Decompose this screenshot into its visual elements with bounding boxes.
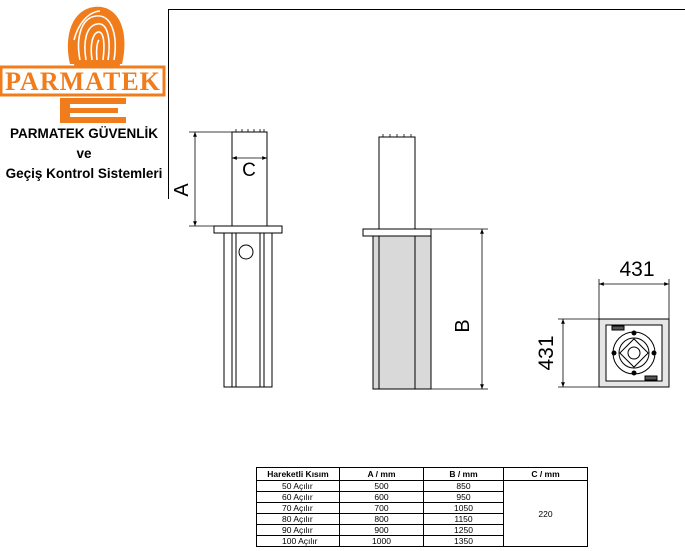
company-name-block: PARMATEK GÜVENLİK ve Geçiş Kontrol Siste… — [0, 124, 168, 184]
logo-base-shape — [60, 98, 126, 123]
table-cell-b: 950 — [423, 491, 504, 503]
table-cell-a: 700 — [339, 502, 424, 514]
table-cell-b: 1250 — [423, 524, 504, 536]
frame-left-line — [168, 9, 169, 199]
company-name-line-3: Geçiş Kontrol Sistemleri — [5, 166, 163, 181]
table-cell-a: 1000 — [339, 535, 424, 547]
bollard-top-view — [598, 318, 670, 388]
table-row: 50 Açılır 500 850 220 — [256, 480, 588, 547]
table-row: 90 Açılır 900 1250 — [256, 524, 588, 536]
specification-table: Hareketli Kısım A / mm B / mm C / mm 50 … — [256, 467, 588, 547]
table-cell-b: 1050 — [423, 502, 504, 514]
table-cell-model: 80 Açılır — [256, 513, 340, 525]
dimension-width — [598, 279, 670, 319]
dimension-a — [189, 131, 232, 227]
table-row: 100 Açılır 1000 1350 — [256, 535, 588, 547]
company-name-line-1: PARMATEK GÜVENLİK — [10, 126, 158, 141]
dimension-b — [431, 228, 488, 390]
lock-hole-icon — [238, 244, 254, 260]
table-cell-model: 50 Açılır — [256, 480, 340, 492]
header-b: B / mm — [423, 467, 504, 481]
dimension-width-label: 431 — [619, 258, 654, 281]
parmatek-logo: PARMATEK — [0, 6, 166, 123]
table-cell-b: 1150 — [423, 513, 504, 525]
table-cell-a: 900 — [339, 524, 424, 536]
header-moving-part: Hareketli Kısım — [256, 467, 340, 481]
table-cell-model: 70 Açılır — [256, 502, 340, 514]
dimension-a-label: A — [171, 183, 193, 197]
table-cell-model: 100 Açılır — [256, 535, 340, 547]
dimension-b-label: B — [452, 319, 474, 332]
table-cell-a: 500 — [339, 480, 424, 492]
dimension-c-label: C — [242, 160, 256, 181]
table-cell-a: 600 — [339, 491, 424, 503]
table-header-row: Hareketli Kısım A / mm B / mm C / mm — [256, 467, 588, 481]
company-name-line-2: ve — [76, 146, 92, 161]
table-cell-a: 800 — [339, 513, 424, 525]
frame-top-line — [168, 9, 685, 10]
brand-banner: PARMATEK — [0, 65, 166, 97]
bollard-side-view — [362, 134, 432, 390]
table-row: 60 Açılır 600 950 — [256, 491, 588, 503]
table-cell-model: 90 Açılır — [256, 524, 340, 536]
header-c: C / mm — [503, 467, 588, 481]
dimension-depth — [558, 318, 599, 388]
brand-text: PARMATEK — [5, 67, 161, 96]
dimension-depth-label: 431 — [535, 335, 558, 370]
table-cell-c: 220 — [503, 480, 588, 547]
table-cell-b: 850 — [423, 480, 504, 492]
header-a: A / mm — [339, 467, 424, 481]
table-cell-model: 60 Açılır — [256, 491, 340, 503]
bollard-front-view-extended — [213, 129, 283, 388]
table-cell-b: 1350 — [423, 535, 504, 547]
bollard-technical-drawing: A C B — [171, 129, 670, 390]
